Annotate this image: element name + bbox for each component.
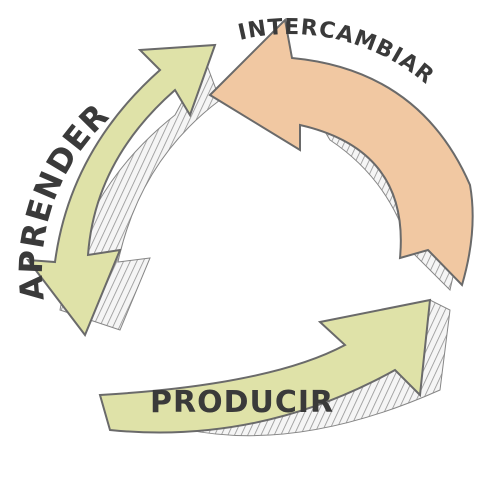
producir-arrow xyxy=(98,298,432,434)
producir-label: PRODUCIR xyxy=(150,385,334,420)
aprender-arrow xyxy=(25,43,217,337)
intercambiar-arrow xyxy=(208,17,474,287)
